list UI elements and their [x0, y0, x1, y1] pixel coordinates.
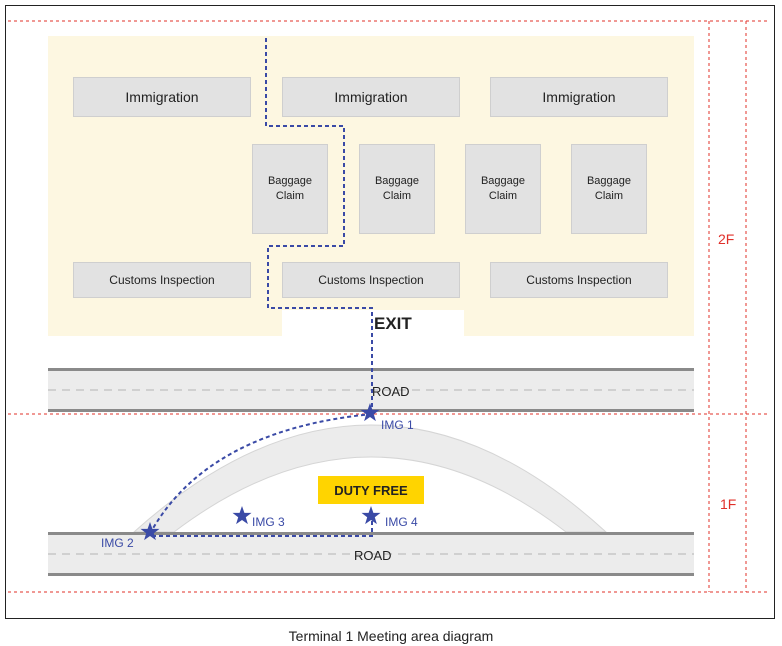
star-icon-img4 — [361, 506, 381, 525]
duty-free-label: DUTY FREE — [318, 476, 424, 504]
road-lower — [48, 532, 694, 576]
meeting-point-img3: IMG 3 — [252, 515, 285, 529]
immigration-box-1: Immigration — [73, 77, 251, 117]
immigration-box-2: Immigration — [282, 77, 460, 117]
customs-box-2: Customs Inspection — [282, 262, 460, 298]
meeting-point-img4: IMG 4 — [385, 515, 418, 529]
meeting-point-img1: IMG 1 — [381, 418, 414, 432]
floor-label-1f: 1F — [720, 496, 737, 512]
immigration-box-3: Immigration — [490, 77, 668, 117]
walking-path — [151, 38, 373, 537]
meeting-star-icons — [140, 403, 381, 541]
diagram-caption: Terminal 1 Meeting area diagram — [288, 628, 494, 644]
customs-box-1: Customs Inspection — [73, 262, 251, 298]
baggage-claim-1: Baggage Claim — [252, 144, 328, 234]
road-label-lower: ROAD — [354, 548, 392, 563]
baggage-claim-4: Baggage Claim — [571, 144, 647, 234]
meeting-point-img2: IMG 2 — [101, 536, 134, 550]
star-icon-img2 — [140, 522, 160, 541]
star-icon-img3 — [232, 506, 252, 525]
road-label-upper: ROAD — [372, 384, 410, 399]
floor-label-2f: 2F — [718, 231, 735, 247]
star-icon-img1 — [360, 403, 380, 422]
floor-lines — [8, 20, 770, 593]
customs-box-3: Customs Inspection — [490, 262, 668, 298]
baggage-claim-3: Baggage Claim — [465, 144, 541, 234]
baggage-claim-2: Baggage Claim — [359, 144, 435, 234]
exit-label: EXIT — [374, 314, 412, 333]
arch-ramp — [132, 424, 608, 533]
